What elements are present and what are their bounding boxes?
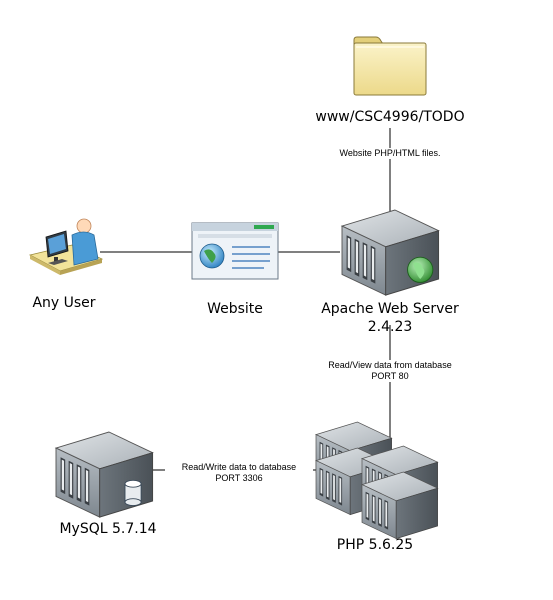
edge-label-read-write: Read/Write data to database <box>165 462 313 473</box>
apache-version-label: 2.4.23 <box>367 319 413 335</box>
php-server-cluster-icon <box>315 421 439 540</box>
user-at-desk-icon <box>28 218 104 275</box>
apache-server-label: Apache Web Server <box>321 301 459 317</box>
database-icon <box>124 479 142 507</box>
mysql-server-icon <box>55 431 154 518</box>
folder-path-label: www/CSC4996/TODO <box>315 109 465 125</box>
website-label: Website <box>207 301 263 317</box>
edge-label-php-html-files: Website PHP/HTML files. <box>326 148 454 159</box>
user-label: Any User <box>32 295 96 311</box>
website-browser-icon <box>191 222 279 280</box>
folder-icon <box>353 36 427 96</box>
apache-server-icon <box>341 209 440 296</box>
edge-label-port-3306: PORT 3306 <box>165 473 313 484</box>
edge-label-read-view: Read/View data from database <box>312 360 468 371</box>
edge-label-port-80: PORT 80 <box>312 371 468 382</box>
php-label: PHP 5.6.25 <box>336 537 414 553</box>
mysql-label: MySQL 5.7.14 <box>59 521 157 537</box>
